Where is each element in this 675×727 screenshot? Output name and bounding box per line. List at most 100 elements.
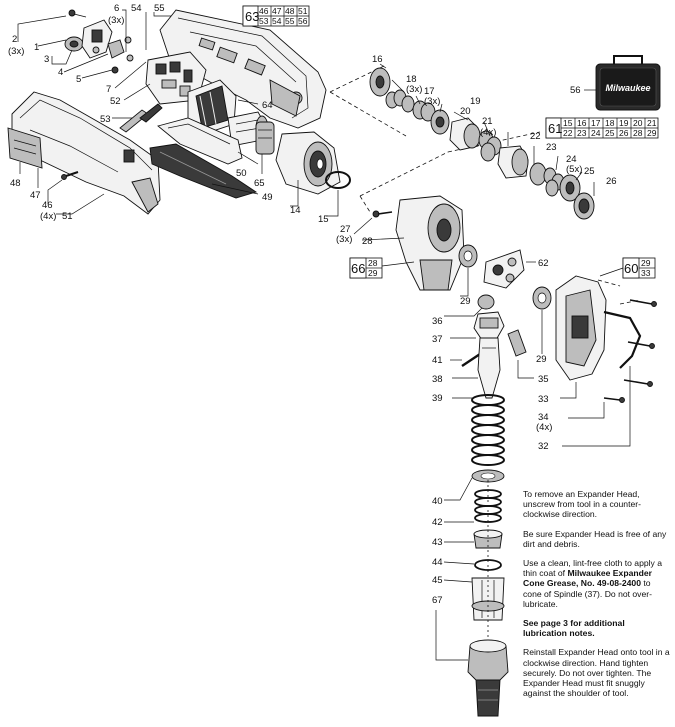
part-33-cover — [555, 275, 607, 381]
part-1-switch — [81, 19, 113, 59]
kit-63-cell: 55 — [285, 16, 295, 26]
callout-32: 32 — [538, 441, 549, 452]
callout-20: 20 — [460, 106, 471, 117]
part-4 — [107, 39, 125, 59]
callout-7: 7 — [106, 84, 111, 95]
kit-63-cell: 51 — [298, 6, 308, 16]
kit-61-cell: 29 — [647, 128, 657, 138]
part-37-spindle — [473, 311, 505, 341]
case-brand: Milwaukee — [605, 83, 650, 93]
instruction-4: See page 3 for additional lubrication no… — [523, 618, 625, 639]
kit-66-cell: 29 — [368, 268, 378, 278]
part-32-bail — [603, 310, 642, 369]
part-27-screws — [372, 210, 393, 218]
kit-61-cell: 17 — [591, 118, 601, 128]
callout-27-qty: (3x) — [336, 234, 352, 245]
kit-63-id: 63 — [245, 9, 259, 24]
callout-43: 43 — [432, 537, 443, 548]
callout-47: 47 — [30, 190, 41, 201]
kit-box-61: 61 15 16 17 18 19 20 21 22 23 24 25 26 2… — [545, 117, 659, 139]
part-21-gears — [478, 130, 502, 162]
callout-54: 54 — [131, 3, 142, 14]
callout-44: 44 — [432, 557, 443, 568]
kit-66-id: 66 — [351, 261, 365, 276]
callout-numbers: 2 (3x) 1 3 4 5 6 (3x) 7 54 55 52 53 64 5… — [8, 3, 617, 606]
instruction-2: Be sure Expander Head is free of any dir… — [523, 528, 667, 549]
kit-63-cell: 54 — [272, 16, 282, 26]
callout-29: 29 — [460, 296, 471, 307]
callout-50: 50 — [236, 168, 247, 179]
callout-1: 1 — [34, 42, 39, 53]
part-29-bearing — [458, 244, 478, 268]
part-38-cone — [477, 337, 501, 399]
grease-part-number: Milwaukee Expander Cone Grease, No. 49-0… — [523, 568, 652, 589]
part-28-head — [395, 195, 465, 291]
part-39-spring — [471, 394, 505, 466]
part-48-label — [7, 127, 43, 169]
kit-box-66: 66 28 29 — [349, 257, 383, 279]
callout-2: 2 — [12, 34, 17, 45]
callout-51: 51 — [62, 211, 73, 222]
part-45-segments — [471, 577, 505, 621]
callout-38: 38 — [432, 374, 443, 385]
motor-stator — [187, 79, 237, 135]
callout-42: 42 — [432, 517, 443, 528]
callout-18-qty: (3x) — [406, 84, 422, 95]
callout-14: 14 — [290, 205, 301, 216]
callout-53: 53 — [100, 114, 111, 125]
callout-29-b: 29 — [536, 354, 547, 365]
kit-61-cell: 24 — [591, 128, 601, 138]
callout-19: 19 — [470, 96, 481, 107]
part-19-carrier — [430, 109, 450, 135]
callout-2-qty: (3x) — [8, 46, 24, 57]
callout-17: 17 — [424, 86, 435, 97]
instruction-1: To remove an Expander Head, unscrew from… — [523, 489, 641, 520]
callout-48: 48 — [10, 178, 21, 189]
part-46-screws — [61, 171, 79, 180]
callout-18: 18 — [406, 74, 417, 85]
callout-3: 3 — [44, 54, 49, 65]
part-25-carrier — [559, 174, 581, 202]
kit-63-cell: 53 — [259, 16, 269, 26]
callout-22: 22 — [530, 131, 541, 142]
kit-61-cell: 28 — [633, 128, 643, 138]
callout-52: 52 — [110, 96, 121, 107]
part-23-gear — [529, 162, 547, 186]
callout-35: 35 — [538, 374, 549, 385]
housing-half-top — [159, 9, 327, 129]
callout-24-qty: (5x) — [566, 164, 582, 175]
kit-61-cell: 22 — [563, 128, 573, 138]
part-36-roller — [477, 294, 495, 310]
kit-60-cell: 29 — [641, 258, 651, 268]
kit-61-cell: 19 — [619, 118, 629, 128]
callout-67: 67 — [432, 595, 443, 606]
kit-61-cell: 25 — [605, 128, 615, 138]
part-49-cover — [149, 143, 258, 199]
part-26-hub — [573, 192, 595, 220]
part-6-screws — [124, 36, 134, 62]
callout-6: 6 — [114, 3, 119, 14]
callout-15: 15 — [318, 214, 329, 225]
callout-5: 5 — [76, 74, 81, 85]
housing-half-bottom — [11, 91, 161, 215]
part-16-plate — [369, 67, 391, 97]
callout-21: 21 — [482, 116, 493, 127]
callout-36: 36 — [432, 316, 443, 327]
callout-46: 46 — [42, 200, 53, 211]
callout-56: 56 — [570, 85, 581, 96]
part-3 — [64, 36, 84, 52]
kit-61-id: 61 — [548, 121, 562, 136]
part-20-ring-gear — [449, 117, 481, 151]
kit-63-cell: 56 — [298, 16, 308, 26]
kit-61-cell: 16 — [577, 118, 587, 128]
callout-46-qty: (4x) — [40, 211, 56, 222]
callout-34-qty: (4x) — [536, 422, 552, 433]
part-2-screws — [68, 9, 87, 18]
part-15-ring — [325, 171, 351, 189]
kit-61-cell: 20 — [633, 118, 643, 128]
kit-61-cell: 26 — [619, 128, 629, 138]
kit-66-cell: 28 — [368, 258, 378, 268]
instruction-5: Reinstall Expander Head onto tool in a c… — [523, 647, 670, 699]
part-29-bearing-2 — [532, 286, 552, 310]
